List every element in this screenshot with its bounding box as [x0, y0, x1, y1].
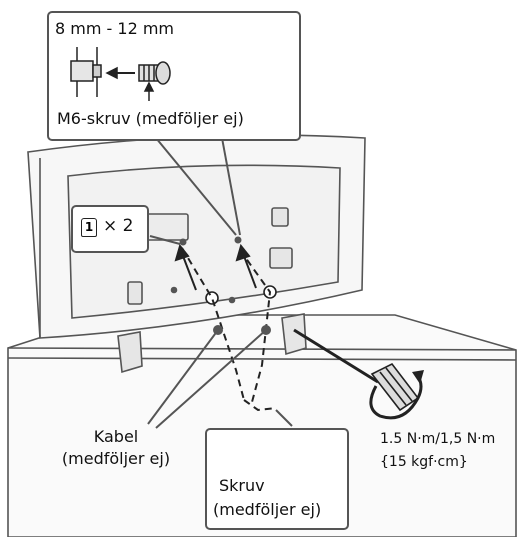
tv-connector-right	[270, 248, 292, 268]
cable-label: Kabel (medföljer ej)	[56, 427, 176, 468]
mount-nut-icon	[93, 65, 101, 77]
tv-hole	[172, 288, 177, 293]
m6-screw-label: M6-skruv (medföljer ej)	[57, 109, 244, 128]
part-multiplier: × 2	[103, 217, 133, 236]
cable-label-line1: Kabel	[56, 427, 176, 446]
bolt-left	[206, 292, 218, 304]
m6-dot-right	[235, 237, 242, 244]
cable-dot-right	[261, 325, 271, 335]
screw-length-label: 8 mm - 12 mm	[55, 19, 174, 38]
m6-screw-callout: 8 mm - 12 mm M6-skruv (medföljer ej)	[47, 11, 301, 141]
part-marker-callout: 1 × 2	[71, 205, 149, 253]
torque-label: 1.5 N·m/1,5 N·m {15 kgf·cm}	[380, 430, 495, 472]
torque-value-kgf: {15 kgf·cm}	[380, 453, 495, 472]
wood-screw-note: (medföljer ej)	[213, 500, 321, 519]
mount-bracket-icon	[71, 61, 93, 81]
wood-screw-label: Skruv	[219, 476, 265, 495]
tv-connector-left	[128, 282, 142, 304]
m6-dot-left	[180, 239, 187, 246]
torque-value: 1.5 N·m/1,5 N·m	[380, 430, 495, 449]
part-number-badge: 1	[81, 218, 97, 237]
pointer-arrow-head	[145, 83, 153, 91]
insert-arrow-head	[107, 68, 117, 78]
cable-dot-left	[213, 325, 223, 335]
tv-connector-right-top	[272, 208, 288, 226]
tv-foot-left	[118, 332, 142, 372]
wood-screw-callout: Skruv (medföljer ej)	[205, 428, 349, 530]
m6-screw-head-icon	[156, 62, 170, 84]
cable-label-line2: (medföljer ej)	[56, 449, 176, 468]
tv-hole-2	[230, 298, 235, 303]
